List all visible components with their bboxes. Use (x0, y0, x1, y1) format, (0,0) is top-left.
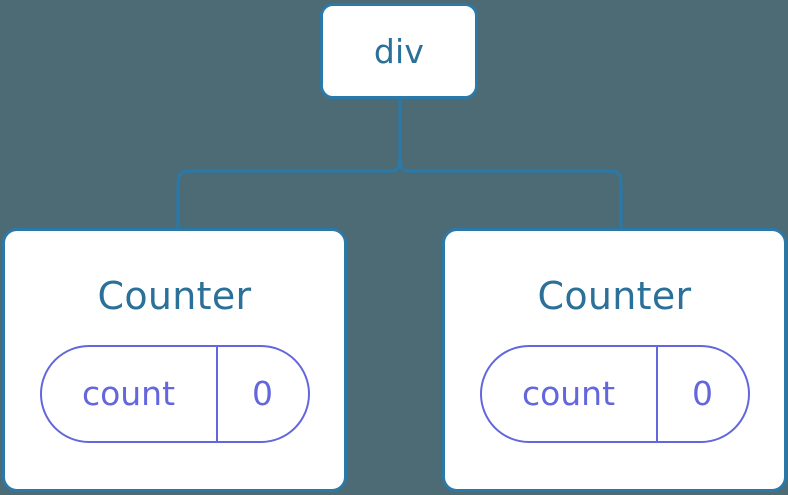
state-pill-left[interactable]: count 0 (39, 345, 310, 443)
state-key-right: count (521, 373, 616, 413)
connector-branch-right (398, 153, 623, 230)
tree-node-counter-left[interactable]: Counter count 0 (2, 228, 347, 492)
tree-node-counter-right[interactable]: Counter count 0 (442, 228, 787, 492)
connector-branch-left (176, 153, 402, 230)
state-pill-right[interactable]: count 0 (479, 345, 750, 443)
tree-node-counter-left-label: Counter (97, 274, 252, 318)
tree-node-div[interactable]: div (320, 3, 478, 99)
state-key-left: count (81, 373, 176, 413)
tree-node-div-label: div (373, 31, 425, 71)
state-value-right: 0 (655, 347, 748, 441)
tree-node-counter-right-label: Counter (537, 274, 692, 318)
state-value-left: 0 (215, 347, 308, 441)
